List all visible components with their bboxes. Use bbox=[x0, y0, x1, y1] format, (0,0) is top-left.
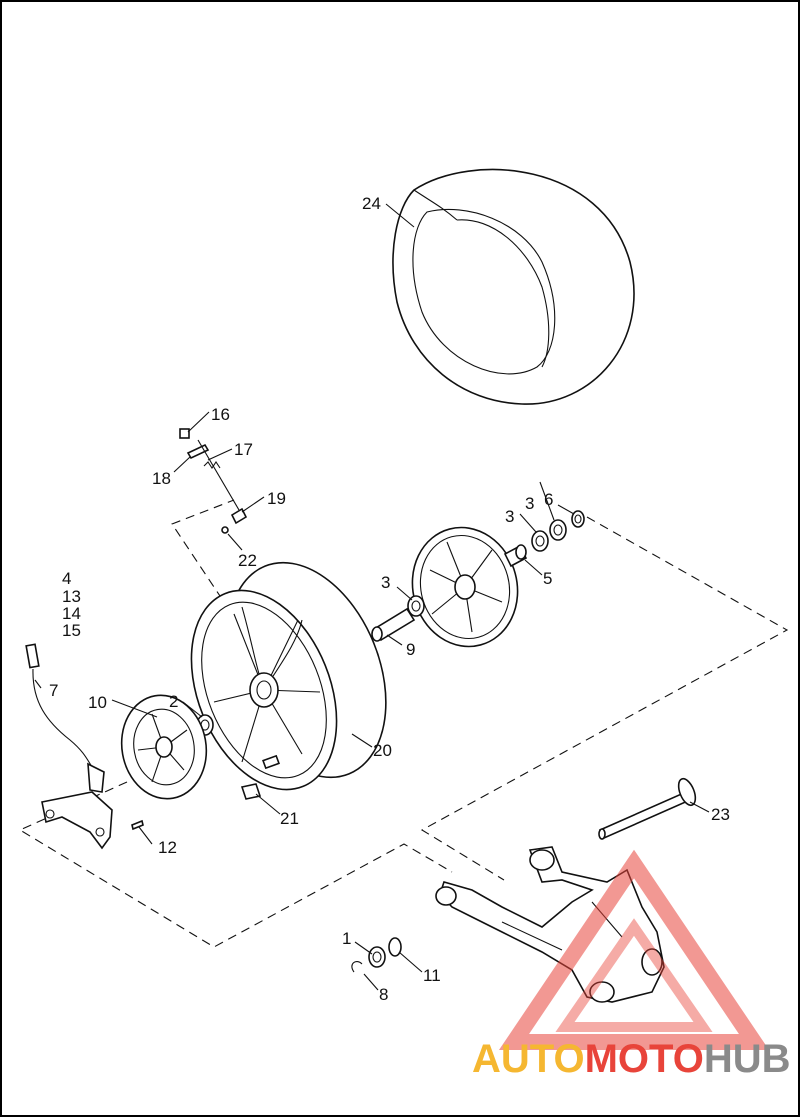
watermark-auto: AUTO bbox=[472, 1037, 585, 1081]
callout-18: 18 bbox=[152, 469, 171, 488]
sprocket-pulley bbox=[411, 526, 519, 648]
callout-labels: 24 16 17 18 19 22 3 3 3 6 5 9 4 13 14 15… bbox=[49, 194, 730, 1004]
callout-3-mid: 3 bbox=[505, 507, 514, 526]
callout-10: 10 bbox=[88, 693, 107, 712]
callout-6: 6 bbox=[544, 490, 553, 509]
callout-22: 22 bbox=[238, 551, 257, 570]
callout-14: 14 bbox=[62, 604, 81, 623]
axle-nut-hardware bbox=[351, 937, 402, 973]
watermark-moto: MOTO bbox=[585, 1037, 704, 1081]
callout-7: 7 bbox=[49, 681, 58, 700]
svg-text:AUTOMOTOHUB: AUTOMOTOHUB bbox=[472, 1037, 791, 1081]
callout-23: 23 bbox=[711, 805, 730, 824]
leader-lines bbox=[34, 203, 710, 991]
callout-3-left: 3 bbox=[381, 573, 390, 592]
callout-24: 24 bbox=[362, 194, 381, 213]
valve-stem-parts bbox=[179, 428, 248, 534]
rear-wheel bbox=[190, 561, 387, 791]
callout-5: 5 bbox=[543, 569, 552, 588]
callout-20: 20 bbox=[373, 741, 392, 760]
rear-axle bbox=[598, 777, 697, 840]
watermark-hub: HUB bbox=[704, 1037, 791, 1081]
screw-12 bbox=[131, 819, 144, 831]
callout-2: 2 bbox=[169, 692, 178, 711]
callout-16: 16 bbox=[211, 405, 230, 424]
balance-weight bbox=[240, 783, 262, 800]
callout-13: 13 bbox=[62, 587, 81, 606]
swingarm bbox=[435, 846, 665, 1003]
callout-9: 9 bbox=[406, 640, 415, 659]
callout-17: 17 bbox=[234, 440, 253, 459]
caliper-bracket bbox=[41, 791, 113, 850]
watermark-logo: AUTOMOTOHUB bbox=[472, 849, 791, 1081]
speed-sensor bbox=[25, 643, 105, 793]
bearings bbox=[407, 510, 585, 617]
brake-disc bbox=[120, 694, 208, 800]
callout-19: 19 bbox=[267, 489, 286, 508]
callout-12: 12 bbox=[158, 838, 177, 857]
callout-8: 8 bbox=[379, 985, 388, 1004]
callout-21: 21 bbox=[280, 809, 299, 828]
callout-3-right: 3 bbox=[525, 494, 534, 513]
callout-4: 4 bbox=[62, 569, 71, 588]
wheel-spacer bbox=[371, 607, 416, 642]
callout-1: 1 bbox=[342, 929, 351, 948]
callout-15: 15 bbox=[62, 621, 81, 640]
tire bbox=[392, 168, 635, 405]
callout-11: 11 bbox=[423, 966, 441, 985]
